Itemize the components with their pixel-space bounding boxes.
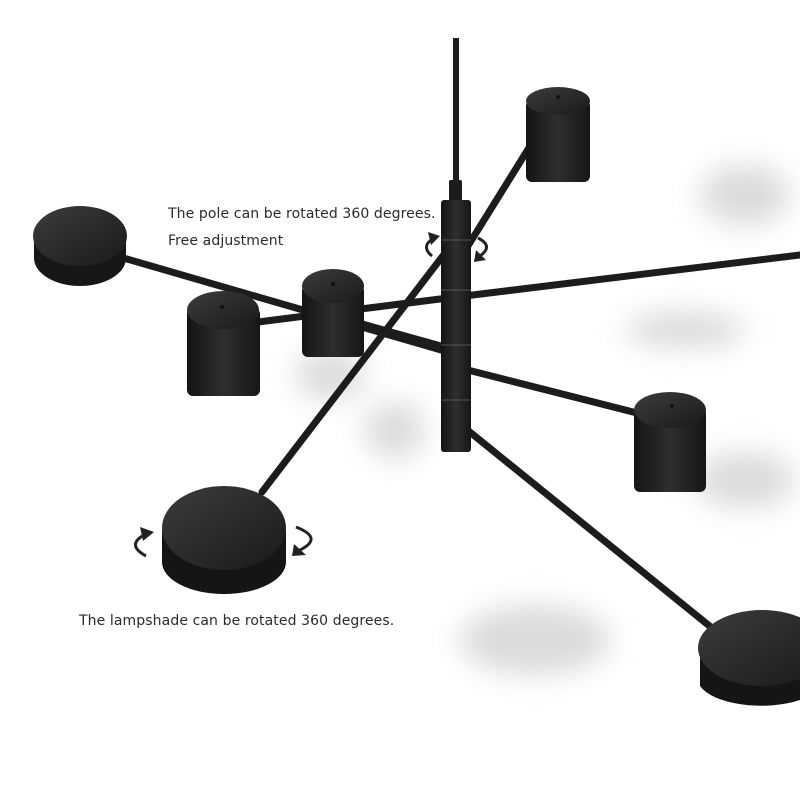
lampshade xyxy=(698,610,800,706)
screw xyxy=(556,95,560,99)
lampshade-top xyxy=(634,392,706,428)
column-joints xyxy=(441,239,471,401)
lampshade-face xyxy=(33,206,127,266)
shadow xyxy=(460,605,610,675)
lampshade xyxy=(33,206,127,286)
lampshade-top xyxy=(187,291,259,329)
lampshade xyxy=(526,87,590,182)
lampshade-body xyxy=(302,285,364,357)
lampshade-rotation-caption: The lampshade can be rotated 360 degrees… xyxy=(79,613,395,629)
suspension-rod xyxy=(453,38,459,198)
lampshade-body xyxy=(526,100,590,182)
lampshade-face xyxy=(162,486,286,570)
lampshade xyxy=(634,392,706,492)
shadow xyxy=(365,402,425,458)
rotate-arrow-icon xyxy=(140,527,154,541)
lampshade xyxy=(162,486,286,594)
center-pole xyxy=(441,38,471,452)
lampshade-rotate-arrows xyxy=(134,525,313,558)
rotate-arrow-icon xyxy=(428,232,440,245)
lampshade xyxy=(187,291,260,396)
free-adjustment-caption: Free adjustment xyxy=(168,233,284,249)
lampshade xyxy=(302,269,364,357)
lampshades xyxy=(33,87,800,706)
shadow xyxy=(295,350,365,400)
rod-coupler xyxy=(449,180,462,202)
rotate-arrow-icon xyxy=(295,525,313,552)
wall-shadows xyxy=(295,165,795,675)
lampshade-body xyxy=(187,308,260,396)
pole-rotate-arrows xyxy=(425,232,488,262)
arm xyxy=(444,251,800,302)
shadow xyxy=(700,165,790,225)
lampshade-top xyxy=(526,87,590,115)
arm xyxy=(444,361,649,419)
lampshade-face xyxy=(698,610,800,686)
rotate-arrow-icon xyxy=(474,250,486,262)
arm xyxy=(258,236,459,496)
pole-rotation-caption: The pole can be rotated 360 degrees. xyxy=(168,206,436,222)
rotate-arrow-icon xyxy=(477,236,488,258)
screw xyxy=(670,404,674,408)
lampshade-body xyxy=(634,408,706,492)
column-body xyxy=(441,200,471,452)
rotate-arrow-icon xyxy=(292,544,306,556)
screw xyxy=(331,282,335,286)
shadow xyxy=(625,312,745,348)
arm xyxy=(451,416,716,632)
shadow xyxy=(695,452,795,508)
screw xyxy=(220,305,224,309)
